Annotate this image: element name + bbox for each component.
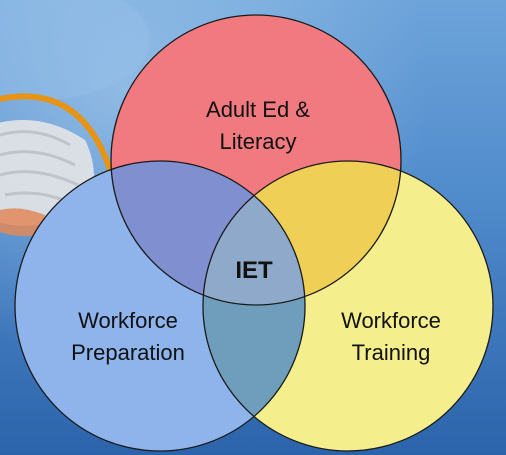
orange-arc-accent (0, 93, 113, 173)
circle-outlines (14, 14, 494, 452)
label-workforce-training-line1: Workforce (341, 308, 441, 333)
label-workforce-prep-line2: Preparation (71, 340, 185, 365)
label-workforce-training-line2: Training (352, 340, 431, 365)
overlap-center (203, 161, 305, 305)
label-iet-center: IET (235, 257, 273, 284)
label-adult-ed-line2: Literacy (219, 129, 296, 154)
label-adult-ed-line1: Adult Ed & (206, 97, 310, 122)
label-workforce-prep-line1: Workforce (78, 308, 178, 333)
